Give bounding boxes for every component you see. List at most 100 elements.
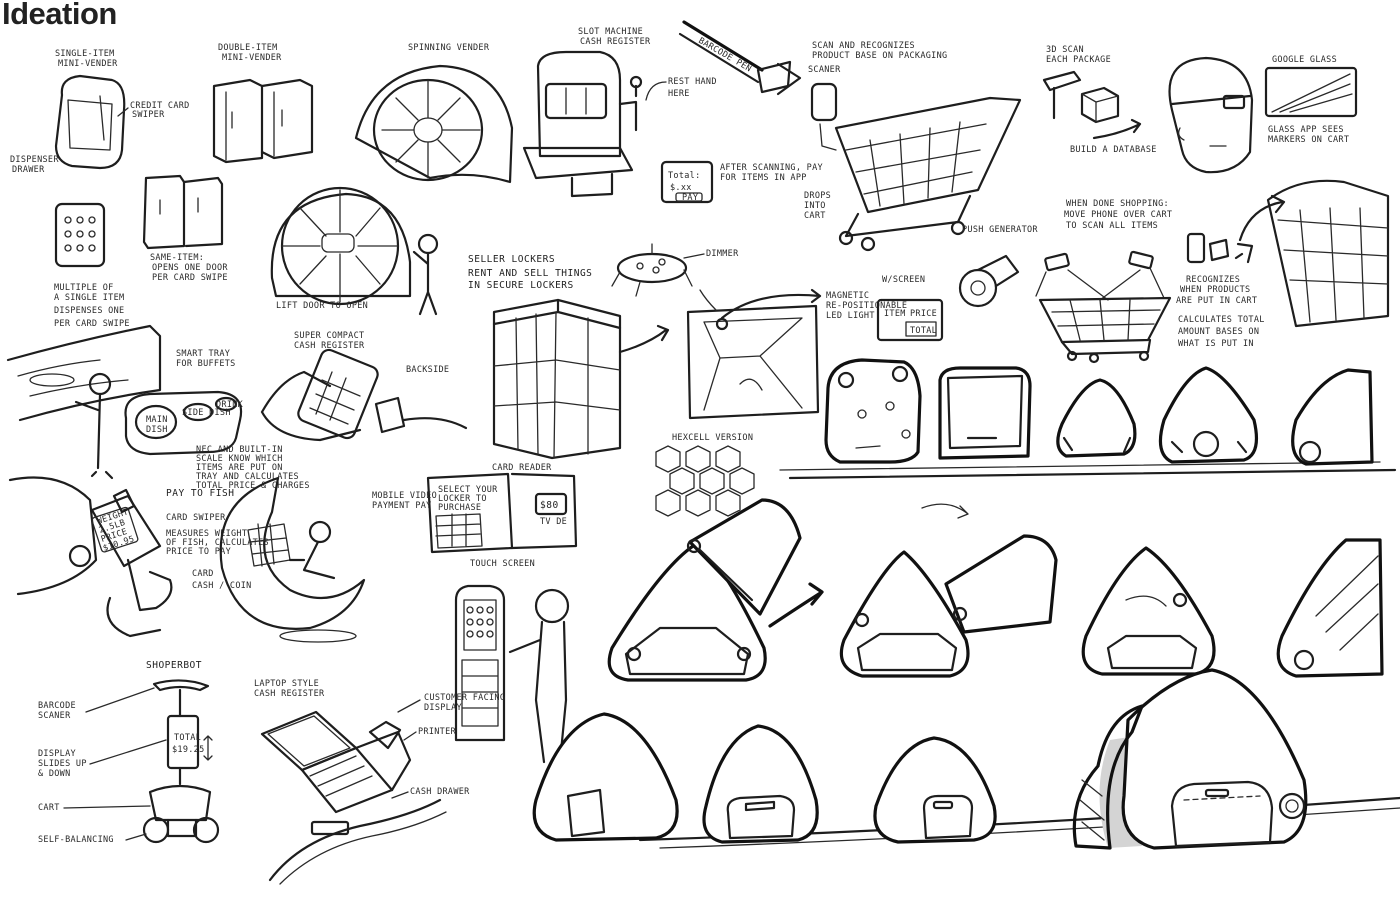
label-glass-app-2: MARKERS ON CART: [1268, 135, 1349, 145]
label-card-swiper: CARD SWIPER: [166, 513, 226, 523]
label-customer-2: DISPLAY: [424, 703, 462, 713]
label-drink: DRINK: [216, 400, 244, 410]
label-same-item-1: SAME-ITEM:: [150, 253, 204, 263]
label-barcode-2: SCANER: [38, 711, 71, 721]
label-after-scan-2: FOR ITEMS IN APP: [720, 173, 807, 183]
sketch-phone-scan-cart: WHEN DONE SHOPPING: MOVE PHONE OVER CART…: [1035, 199, 1172, 364]
sketch-spinning-vender: SPINNING VENDER: [354, 43, 514, 184]
label-drops-1: DROPS: [804, 191, 831, 201]
label-main-dish-2: DISH: [146, 425, 168, 435]
label-dimmer: DIMMER: [706, 249, 739, 259]
label-drops-3: CART: [804, 211, 826, 221]
label-single-item-2: MINI-VENDER: [58, 59, 118, 69]
label-backside: BACKSIDE: [406, 365, 449, 375]
sketch-push-generator: PUSH GENERATOR: [958, 225, 1038, 308]
label-credit-card-1: CREDIT CARD: [130, 101, 190, 111]
sketch-locker-selection: CARD READER SELECT YOUR LOCKER TO PURCHA…: [372, 463, 578, 569]
label-display-3: & DOWN: [38, 769, 71, 779]
label-w-screen: W/SCREEN: [882, 275, 925, 285]
label-nfc-1: NFC AND BUILT-IN: [196, 445, 283, 455]
sketch-compact-register: SUPER COMPACT CASH REGISTER BACKSIDE: [260, 331, 468, 442]
label-select-2: LOCKER TO: [438, 494, 487, 504]
arrow-right-icon: [768, 582, 824, 628]
label-same-item-3: PER CARD SWIPE: [152, 273, 228, 283]
label-nfc-2: SCALE KNOW WHICH: [196, 454, 283, 464]
label-recognizes-2: WHEN PRODUCTS: [1180, 285, 1250, 295]
label-cash-drawer: CASH DRAWER: [410, 787, 470, 797]
label-lift-door: LIFT DOOR TO OPEN: [276, 301, 368, 311]
label-display-1: DISPLAY: [38, 749, 76, 759]
sketch-single-item-vender: SINGLE-ITEM MINI-VENDER CREDIT CARD SWIP…: [10, 49, 190, 175]
label-barcode-1: BARCODE: [38, 701, 76, 711]
label-push-gen: PUSH GENERATOR: [962, 225, 1038, 235]
label-spinning: SPINNING VENDER: [408, 43, 490, 53]
label-total: Total:: [668, 171, 701, 181]
sketch-standing-kiosk: [454, 584, 570, 764]
label-pay: PAY: [682, 193, 698, 203]
label-magnetic-2: RE-POSITIONABLE: [826, 301, 907, 311]
label-item: ITEM: [884, 309, 906, 319]
label-cash-coin: CASH / COIN: [192, 581, 252, 591]
label-done-1: WHEN DONE SHOPPING:: [1066, 199, 1169, 209]
sketch-laptop-register: LAPTOP STYLE CASH REGISTER CUSTOMER FACI…: [254, 679, 505, 885]
concept-row-middle: [607, 498, 1384, 682]
sketch-smart-cart: SCAN AND RECOGNIZES PRODUCT BASE ON PACK…: [804, 41, 1022, 252]
label-scanner: SCANER: [808, 65, 841, 75]
label-bot-total-1: TOTAL: [174, 733, 201, 743]
sketch-hexcell: HEXCELL VERSION: [655, 433, 755, 517]
label-recognizes-1: RECOGNIZES: [1186, 275, 1240, 285]
label-build-db: BUILD A DATABASE: [1070, 145, 1157, 155]
label-multiple-4: PER CARD SWIPE: [54, 319, 130, 329]
arrow-curve-icon: [921, 503, 969, 519]
label-card: CARD: [192, 569, 214, 579]
sketch-dimmer-lamp: DIMMER: [611, 243, 739, 297]
label-dispenser-1: DISPENSER: [10, 155, 59, 165]
label-seller-3: IN SECURE LOCKERS: [468, 280, 574, 291]
label-smart-1: SMART TRAY: [176, 349, 230, 359]
label-shoperbot: SHOPERBOT: [146, 660, 202, 671]
label-display-2: SLIDES UP: [38, 759, 87, 769]
sketch-with-screen: W/SCREEN ITEM PRICE TOTAL: [876, 275, 944, 342]
label-main-dish-1: MAIN: [146, 415, 168, 425]
page-title: Ideation: [2, 0, 117, 31]
sketch-shoperbot: SHOPERBOT TOTAL $19.25 BARCODE SCANER DI…: [38, 660, 220, 845]
label-seller-2: RENT AND SELL THINGS: [468, 268, 592, 279]
label-scan3d-1: 3D SCAN: [1046, 45, 1084, 55]
label-super-1: SUPER COMPACT: [294, 331, 364, 341]
label-seller-1: SELLER LOCKERS: [468, 254, 555, 265]
label-scan-1: SCAN AND RECOGNIZES: [812, 41, 915, 51]
sketch-google-glass: GOOGLE GLASS GLASS APP SEES MARKERS ON C…: [1168, 55, 1358, 174]
label-single-item-1: SINGLE-ITEM: [55, 49, 115, 59]
concept-row-bottom: [532, 668, 1308, 850]
label-total-amt: $.xx: [670, 183, 692, 193]
label-select-3: PURCHASE: [438, 503, 481, 513]
label-rest-1: REST HAND: [668, 77, 717, 87]
label-multiple-3: DISPENSES ONE: [54, 306, 124, 316]
label-same-item-2: OPENS ONE DOOR: [152, 263, 228, 273]
label-calc-1: CALCULATES TOTAL: [1178, 315, 1265, 325]
label-magnetic-1: MAGNETIC: [826, 291, 869, 301]
label-google-glass: GOOGLE GLASS: [1272, 55, 1337, 65]
label-laptop-1: LAPTOP STYLE: [254, 679, 319, 689]
label-done-2: MOVE PHONE OVER CART: [1064, 210, 1172, 220]
sketch-smart-tray: SMART TRAY FOR BUFFETS MAIN DISH SIDE DI…: [6, 324, 309, 491]
label-nfc-3: ITEMS ARE PUT ON: [196, 463, 283, 473]
label-barcode-pen: BARCODE PEN: [697, 36, 754, 74]
label-measures-2: OF FISH, CALCULATES: [166, 538, 269, 548]
label-multiple-2: A SINGLE ITEM: [54, 293, 124, 303]
label-select-1: SELECT YOUR: [438, 485, 498, 495]
label-price-sub: TV DE: [540, 517, 567, 527]
label-scan-2: PRODUCT BASE ON PACKAGING: [812, 51, 947, 61]
sketch-pay-to-fish: PAY TO FISH WEIGHT 2.5LB PRICE $10.95 CA…: [8, 476, 269, 638]
label-laptop-2: CASH REGISTER: [254, 689, 325, 699]
sketch-same-item-lockers: SAME-ITEM: OPENS ONE DOOR PER CARD SWIPE: [142, 174, 228, 283]
label-super-2: CASH REGISTER: [294, 341, 365, 351]
label-recognizes-3: ARE PUT IN CART: [1176, 296, 1257, 306]
sketch-double-item-vender: DOUBLE-ITEM MINI-VENDER: [212, 43, 314, 164]
label-rest-2: HERE: [668, 89, 690, 99]
label-measures-3: PRICE TO PAY: [166, 547, 231, 557]
label-multiple-1: MULTIPLE OF: [54, 283, 114, 293]
label-calc-2: AMOUNT BASES ON: [1178, 327, 1259, 337]
label-mobile-1: MOBILE VIDEO: [372, 491, 437, 501]
label-cart: CART: [38, 803, 60, 813]
